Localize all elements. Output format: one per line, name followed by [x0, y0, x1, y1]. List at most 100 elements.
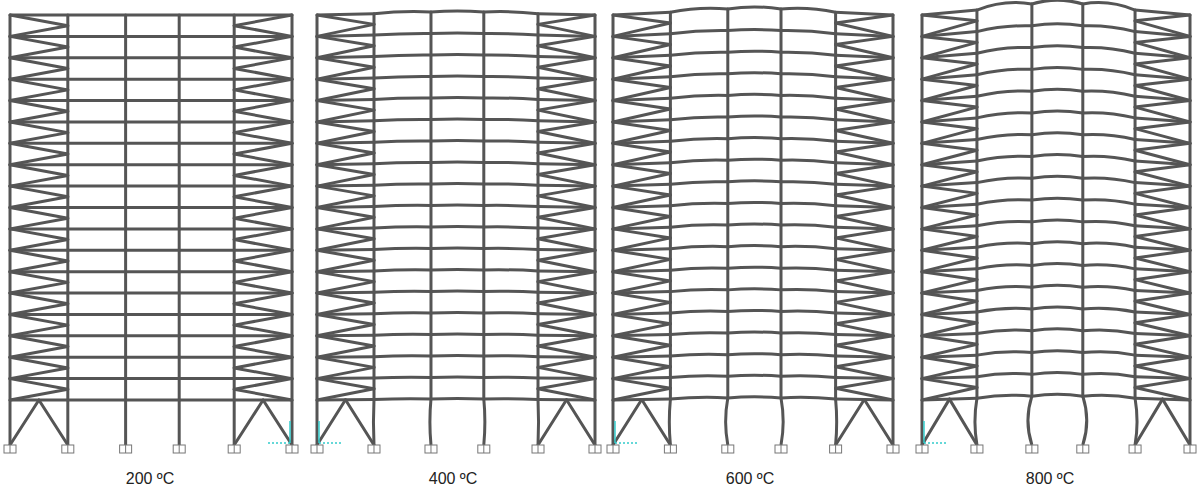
beam	[670, 74, 727, 77]
column	[594, 379, 597, 400]
column	[1189, 143, 1192, 164]
support-symbol	[373, 445, 374, 453]
beam	[431, 117, 484, 121]
beam	[1032, 24, 1083, 26]
brace	[1135, 366, 1190, 379]
brace	[10, 314, 68, 325]
brace	[234, 186, 292, 197]
column	[316, 379, 319, 400]
brace	[836, 336, 893, 346]
column	[892, 293, 895, 314]
axis-marker	[268, 442, 290, 444]
brace	[1135, 21, 1190, 37]
column	[178, 36, 181, 57]
support-symbol	[727, 445, 728, 453]
column	[594, 208, 597, 229]
temperature-label: 400 ºC	[429, 470, 478, 487]
brace	[234, 154, 292, 165]
column	[1030, 26, 1033, 48]
beam	[431, 375, 484, 379]
brace	[538, 239, 595, 251]
brace	[234, 325, 292, 336]
brace	[234, 15, 292, 26]
column	[482, 184, 485, 205]
brace	[836, 130, 893, 143]
brace	[317, 303, 374, 314]
beam	[728, 159, 781, 160]
column	[892, 336, 895, 357]
beam	[977, 221, 1032, 225]
brace	[234, 357, 292, 368]
support-symbol	[1031, 445, 1032, 453]
brace	[613, 36, 670, 44]
beam	[836, 12, 893, 15]
column	[921, 208, 924, 229]
brace	[1135, 86, 1190, 101]
brace	[234, 47, 292, 58]
column	[921, 229, 924, 250]
support-symbol	[830, 445, 842, 453]
brace	[317, 272, 374, 282]
brace	[1135, 323, 1190, 336]
support-symbol	[368, 445, 380, 453]
brace	[922, 258, 977, 272]
beam	[781, 225, 836, 227]
beam	[374, 313, 431, 314]
column	[1189, 379, 1192, 400]
beam	[68, 206, 126, 209]
beam	[728, 138, 781, 139]
beam	[484, 270, 538, 271]
brace	[922, 150, 977, 164]
brace	[234, 282, 292, 293]
brace	[538, 400, 566, 445]
brace	[234, 389, 292, 400]
column	[836, 399, 837, 445]
beam	[484, 162, 538, 163]
brace	[613, 238, 670, 250]
column	[482, 98, 485, 119]
column	[482, 291, 485, 312]
beam	[670, 376, 727, 378]
brace	[234, 197, 292, 208]
column	[612, 229, 615, 250]
brace	[234, 111, 292, 122]
brace	[836, 79, 893, 87]
brace	[317, 357, 374, 367]
column	[1189, 79, 1192, 100]
column	[9, 186, 12, 207]
brace	[922, 208, 977, 215]
brace	[538, 67, 595, 79]
column	[726, 247, 729, 269]
brace	[317, 46, 374, 58]
beam	[728, 30, 781, 31]
brace	[613, 324, 670, 336]
beam	[728, 181, 781, 182]
brace	[317, 379, 374, 389]
beam	[781, 268, 836, 270]
beam	[126, 142, 180, 145]
beam	[179, 377, 234, 380]
beam	[374, 333, 431, 337]
brace	[836, 259, 893, 271]
column	[612, 250, 615, 271]
brace	[836, 23, 893, 36]
column	[892, 79, 895, 100]
column	[726, 9, 729, 31]
column	[669, 399, 670, 445]
brace	[1135, 229, 1190, 237]
brace	[922, 101, 977, 108]
support-symbol	[179, 445, 180, 453]
brace	[234, 79, 292, 90]
column	[921, 250, 924, 271]
column	[482, 270, 485, 291]
column	[178, 122, 181, 143]
brace	[10, 47, 68, 58]
beam	[179, 334, 234, 337]
column	[780, 52, 783, 74]
column	[178, 143, 181, 164]
beam	[670, 203, 727, 205]
brace	[836, 15, 893, 23]
brace	[10, 357, 68, 368]
column	[1189, 229, 1192, 250]
